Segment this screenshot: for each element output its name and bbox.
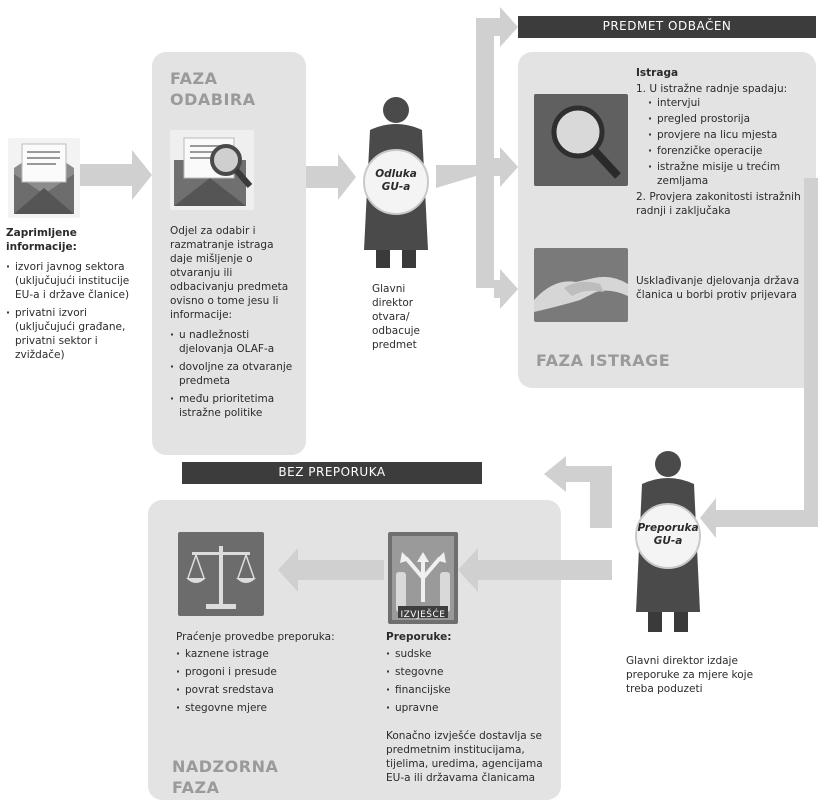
investigation-point-1: 1. U istražne radnje spadaju: (636, 83, 788, 95)
monitoring-heading: Praćenje provedbe preporuka: (176, 631, 335, 643)
monitoring-text: Praćenje provedbe preporuka: kaznene ist… (176, 630, 356, 719)
list-item: sudske (386, 647, 558, 661)
list-item: stegovne (386, 665, 558, 679)
connector-right-vertical (804, 178, 818, 520)
recommendation-badge (635, 503, 701, 569)
received-info-image (8, 138, 80, 218)
arrow-to-coordination (494, 269, 518, 309)
recommendations-list: sudske stegovne financijske upravne (386, 647, 558, 715)
list-item: pregled prostorija (648, 112, 808, 126)
received-info-text: Zaprimljene informacije: izvori javnog s… (6, 226, 146, 366)
investigation-image (534, 94, 628, 186)
list-item: progoni i presude (176, 665, 356, 679)
investigation-heading: Istraga (636, 67, 679, 79)
list-item: forenzičke operacije (648, 144, 808, 158)
list-item: intervjui (648, 96, 808, 110)
director-icon (363, 97, 429, 268)
branch-trunk (476, 18, 494, 288)
coordination-text: Usklađivanje djelovanja država članica u… (636, 275, 800, 301)
list-item: među prioritetima istražne politike (170, 392, 296, 420)
case-dismissed-banner: PREDMET ODBAČEN (518, 16, 816, 38)
report-text: Preporuke: sudske stegovne financijske u… (386, 630, 558, 785)
handshake-image (534, 248, 628, 322)
arrow-to-report (458, 548, 612, 592)
selection-criteria-list: u nadležnosti djelovanja OLAF-a dovoljne… (170, 328, 296, 420)
recommendations-heading: Preporuke: (386, 631, 452, 643)
investigation-activities-list: intervjui pregled prostorija provjere na… (648, 96, 808, 188)
arrow-received-to-selection (78, 150, 152, 200)
list-item: u nadležnosti djelovanja OLAF-a (170, 328, 296, 356)
investigation-phase-title: FAZA ISTRAGE (536, 351, 671, 370)
selection-image (170, 130, 254, 210)
list-item: upravne (386, 701, 558, 715)
list-item: privatni izvori (uključujući građane, pr… (6, 306, 146, 362)
magnifier-icon (551, 105, 605, 159)
decision-badge (363, 149, 429, 215)
no-recommendations-banner: BEZ PREPORUKA (182, 462, 482, 484)
arrow-decision-to-branches (436, 165, 476, 188)
selection-text: Odjel za odabir i razmatranje istraga da… (170, 224, 296, 424)
list-item: povrat sredstava (176, 683, 356, 697)
list-item: izvori javnog sektora (uključujući insti… (6, 260, 146, 302)
list-item: istražne misije u trećim zemljama (648, 160, 808, 188)
scales-icon (219, 546, 223, 604)
recommendation-badge-label: Preporuka GU-a (637, 522, 699, 547)
arrow-selection-to-decision (306, 154, 356, 200)
handshake-icon (534, 276, 628, 312)
final-report-note: Konačno izvješće dostavlja se predmetnim… (386, 730, 543, 784)
magnifier-icon (210, 144, 242, 176)
scales-image (178, 532, 264, 616)
arrow-to-no-recommendations (544, 456, 612, 528)
director-icon (635, 451, 701, 632)
recommendation-caption: Glavni direktor izdaje preporuke za mjer… (626, 655, 754, 695)
received-sources-list: izvori javnog sektora (uključujući insti… (6, 260, 146, 362)
list-item: kaznene istrage (176, 647, 356, 661)
arrow-to-recommendation (700, 498, 818, 538)
arrow-to-dismissed (494, 7, 518, 47)
arrow-report-to-monitoring (278, 548, 384, 592)
list-item: dovoljne za otvaranje predmeta (170, 360, 296, 388)
report-image (388, 532, 458, 624)
arrow-to-investigation (494, 147, 518, 187)
investigation-text: Istraga 1. U istražne radnje spadaju: in… (636, 66, 808, 218)
monitoring-list: kaznene istrage progoni i presude povrat… (176, 647, 356, 715)
list-item: financijske (386, 683, 558, 697)
received-info-title: Zaprimljene informacije: (6, 227, 77, 253)
decision-badge-label: Odluka GU-a (375, 168, 417, 193)
report-label: IZVJEŠĆE (400, 610, 446, 620)
selection-phase-title: FAZA ODABIRA (170, 69, 256, 109)
investigation-point-2: 2. Provjera zakonitosti istražnih radnji… (636, 191, 801, 217)
selection-description: Odjel za odabir i razmatranje istraga da… (170, 225, 289, 321)
list-item: stegovne mjere (176, 701, 356, 715)
list-item: provjere na licu mjesta (648, 128, 808, 142)
monitoring-phase-title: NADZORNA FAZA (172, 757, 279, 797)
decision-caption: Glavni direktor otvara/ odbacuje predmet (372, 283, 420, 351)
